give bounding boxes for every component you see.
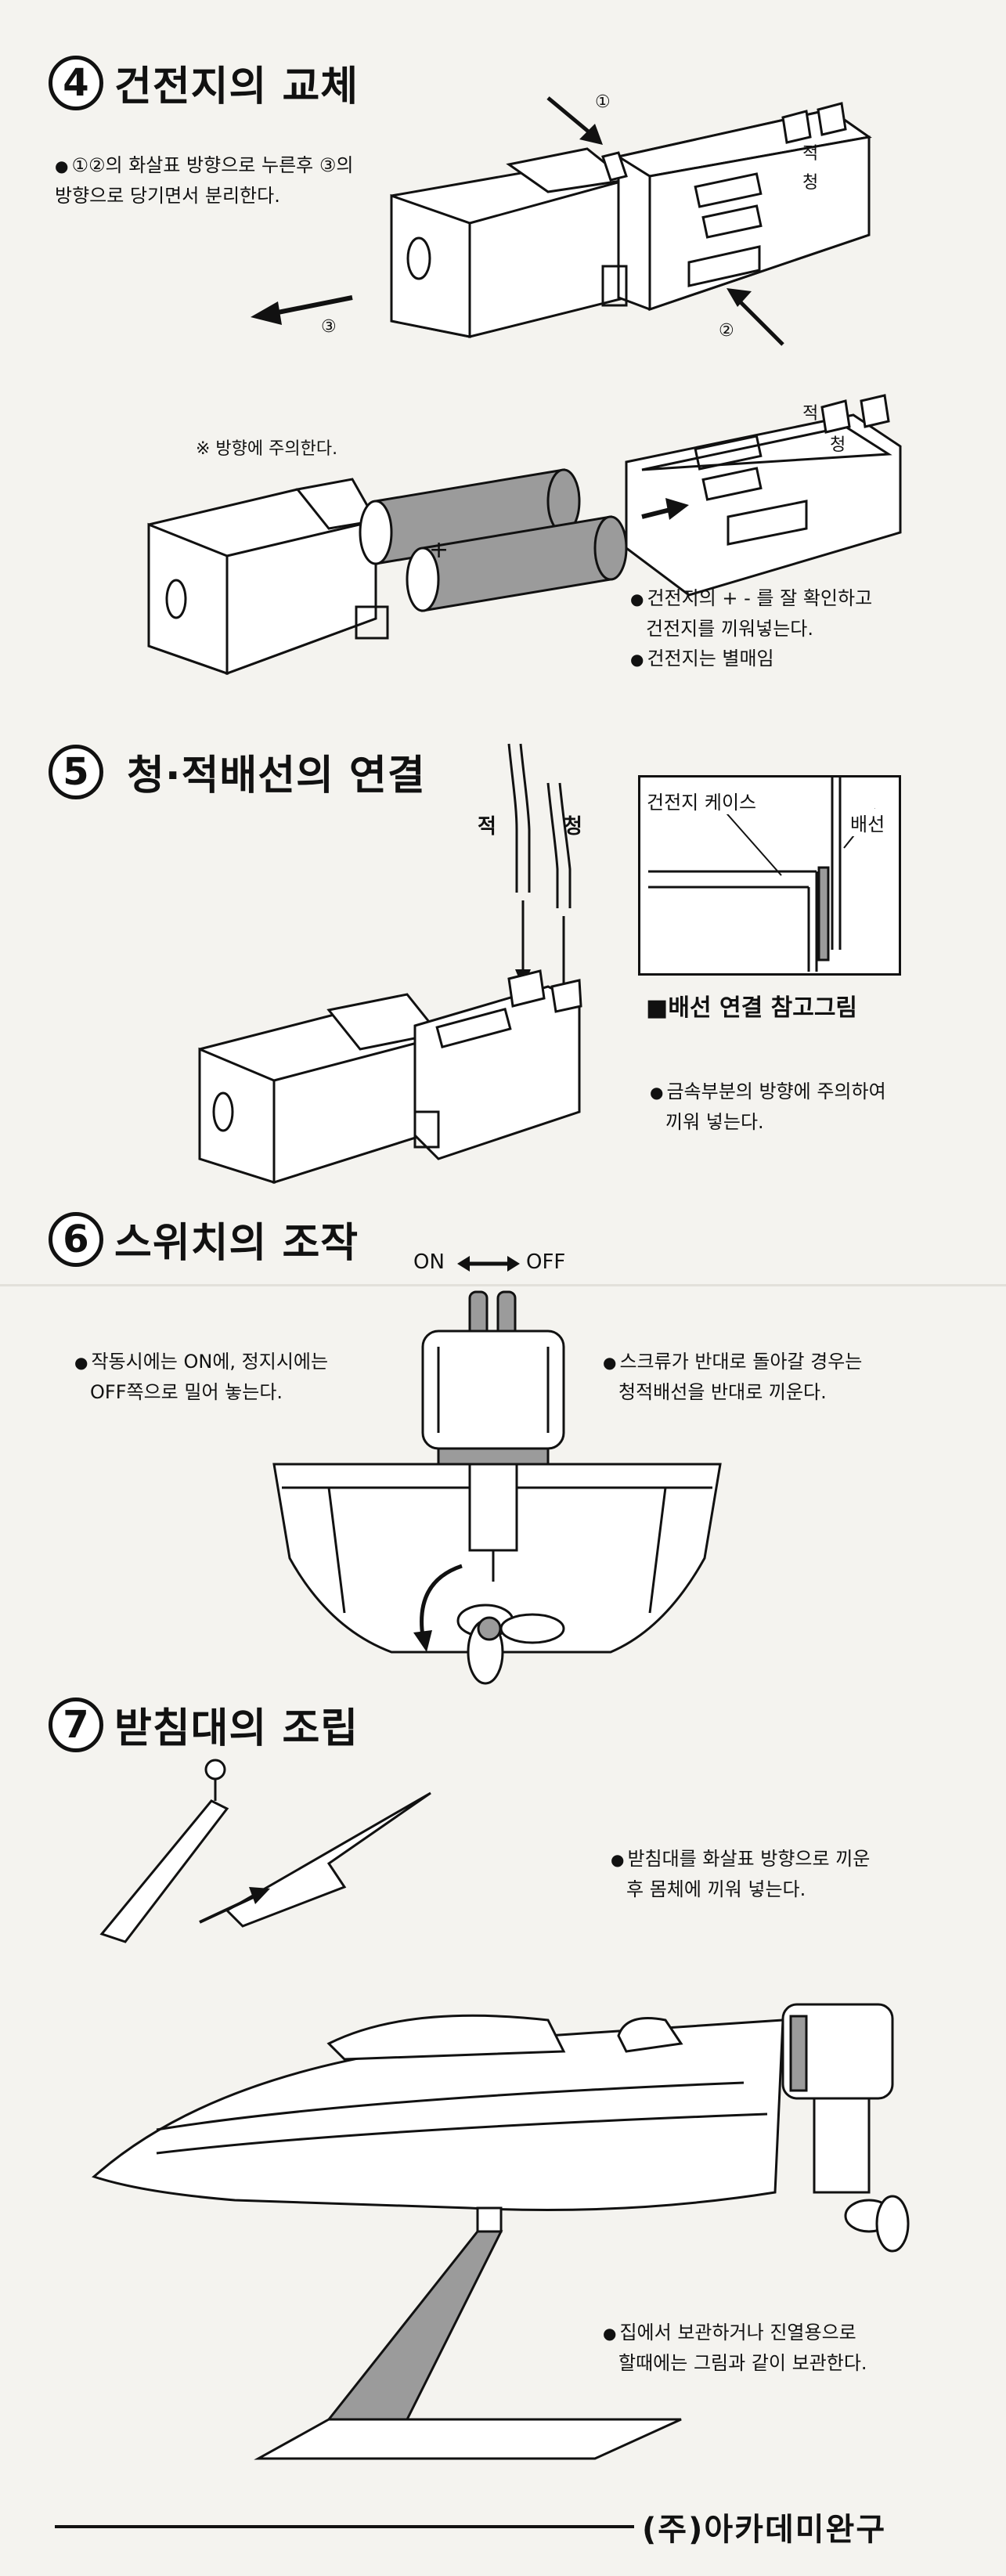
- wire-connection-illustration: [198, 743, 582, 1185]
- brand-logo: (주)아카데미완구: [642, 2512, 887, 2548]
- note-line: 건전지를 끼워넣는다.: [646, 618, 813, 640]
- note-line: ①②의 화살표 방향으로 누른후 ③의: [71, 154, 354, 176]
- bullet-icon: ●: [611, 1850, 625, 1869]
- note-line: OFF쪽으로 밀어 놓는다.: [90, 1381, 283, 1403]
- wiring-reference-box: 건전지 케이스 배선: [638, 775, 901, 976]
- metal-direction-note: ●금속부분의 방향에 주의하여 끼워 넣는다.: [650, 1077, 994, 1137]
- red-wire-label: 적: [478, 815, 496, 839]
- battery-case-illustration: [251, 96, 872, 346]
- note-line: 건전지는 별매임: [647, 648, 774, 669]
- marker-2: ②: [719, 321, 734, 341]
- bullet-icon: ●: [630, 590, 644, 608]
- bullet-icon: ●: [603, 1353, 617, 1372]
- case-label: 건전지 케이스: [647, 787, 757, 814]
- note-line: 받침대를 화살표 방향으로 끼운: [627, 1848, 871, 1870]
- note-line: 집에서 보관하거나 진열용으로: [619, 2322, 856, 2343]
- section-title: 스위치의 조작: [114, 1220, 359, 1267]
- switch-motor-illustration: [272, 1256, 722, 1685]
- bullet-icon: ●: [603, 2324, 617, 2343]
- bullet-icon: ●: [650, 1083, 664, 1102]
- blue-terminal-label: 청: [830, 435, 846, 455]
- note-line: 건전지의 + - 를 잘 확인하고: [647, 587, 873, 609]
- note-line: 청적배선을 반대로 끼운다.: [618, 1381, 827, 1403]
- step-number: 7: [49, 1697, 103, 1752]
- note-line: 후 몸체에 끼워 넣는다.: [626, 1878, 806, 1900]
- reverse-screw-instruction: ●스크류가 반대로 돌아갈 경우는 청적배선을 반대로 끼운다.: [603, 1347, 979, 1407]
- note-line: 금속부분의 방향에 주의하여: [666, 1081, 886, 1102]
- step-number: 6: [49, 1211, 103, 1267]
- section-7-header: 7 받침대의 조립: [49, 1695, 359, 1754]
- footer-rule: [55, 2525, 634, 2528]
- reference-title: ■배선 연결 참고그림: [646, 994, 858, 1022]
- blue-wire-label: 청: [564, 815, 582, 839]
- section-4-header: 4 건전지의 교체: [49, 53, 359, 112]
- step-number: 5: [49, 744, 103, 799]
- wiring-diagram: [648, 777, 876, 972]
- section-5-header: 5 청·적배선의 연결: [49, 742, 426, 801]
- battery-insertion-illustration: +: [147, 394, 902, 676]
- switch-instruction: ●작동시에는 ON에, 정지시에는 OFF쪽으로 밀어 놓는다.: [74, 1347, 403, 1407]
- battery-icon: +: [406, 515, 628, 612]
- note-line: 스크류가 반대로 돌아갈 경우는: [619, 1351, 863, 1373]
- section-6-header: 6 스위치의 조작: [49, 1210, 359, 1268]
- section-title: 건전지의 교체: [114, 63, 359, 110]
- step-number: 4: [49, 55, 103, 110]
- bullet-icon: ●: [74, 1353, 88, 1372]
- stand-assembly-instruction: ●받침대를 화살표 방향으로 끼운 후 몸체에 끼워 넣는다.: [611, 1844, 986, 1904]
- blue-terminal-label: 청: [802, 173, 819, 193]
- red-terminal-label: 적: [802, 144, 819, 164]
- bullet-icon: ●: [630, 650, 644, 669]
- fold-line: [0, 1284, 1006, 1286]
- note-line: 할때에는 그림과 같이 보관한다.: [618, 2352, 867, 2374]
- caution-note: ※ 방향에 주의한다.: [196, 439, 338, 459]
- battery-check-note: ●건전지의 + - 를 잘 확인하고 건전지를 끼워넣는다. ●건전지는 별매임: [630, 583, 990, 674]
- svg-text:+: +: [429, 536, 449, 564]
- removal-instruction: ●①②의 화살표 방향으로 누른후 ③의 방향으로 당기면서 분리한다.: [55, 150, 462, 211]
- note-line: 방향으로 당기면서 분리한다.: [55, 185, 280, 207]
- storage-instruction: ●집에서 보관하거나 진열용으로 할때에는 그림과 같이 보관한다.: [603, 2318, 986, 2378]
- section-title: 청·적배선의 연결: [127, 752, 426, 799]
- note-line: 끼워 넣는다.: [665, 1111, 764, 1133]
- note-line: 작동시에는 ON에, 정지시에는: [91, 1351, 329, 1373]
- off-label: OFF: [526, 1250, 566, 1274]
- section-title: 받침대의 조립: [114, 1705, 359, 1752]
- bullet-icon: ●: [55, 157, 69, 175]
- wire-label: 배선: [850, 809, 885, 836]
- marker-3: ③: [321, 317, 337, 337]
- red-terminal-label: 적: [802, 404, 819, 424]
- on-label: ON: [413, 1250, 445, 1274]
- marker-1: ①: [595, 92, 611, 112]
